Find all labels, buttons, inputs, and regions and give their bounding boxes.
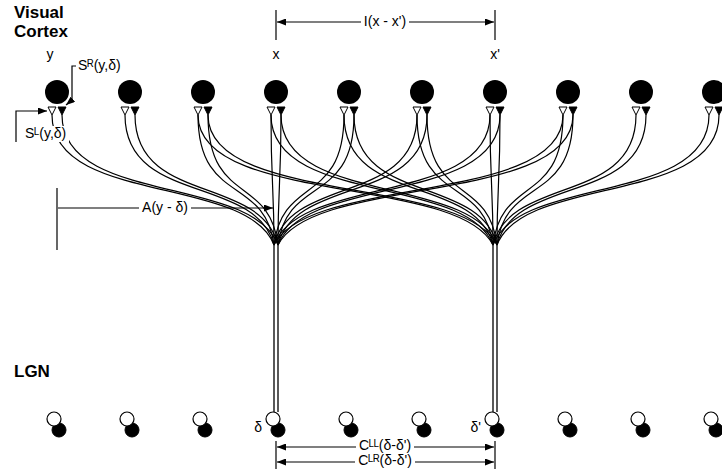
dimension-label: Cᴸᴸ(δ-δ') bbox=[356, 438, 414, 453]
right-eye-synapse bbox=[350, 107, 358, 115]
position-label: x' bbox=[490, 47, 500, 62]
axon-branch bbox=[354, 115, 497, 245]
cortical-neuron bbox=[191, 80, 215, 104]
axon-branch bbox=[52, 115, 274, 245]
axon-branch bbox=[271, 115, 493, 245]
right-eye-synapse bbox=[277, 107, 285, 115]
leader-line bbox=[66, 66, 76, 105]
axon-branch bbox=[493, 115, 709, 245]
axon-trunk bbox=[492, 245, 493, 412]
cortical-neuron bbox=[118, 80, 142, 104]
axon-branch bbox=[135, 115, 278, 245]
left-eye-synapse bbox=[559, 107, 567, 115]
axon-branch bbox=[208, 115, 278, 245]
axon-branch bbox=[497, 115, 573, 245]
cortical-neuron bbox=[629, 80, 653, 104]
dimension-tick bbox=[56, 188, 57, 250]
dimension-tick bbox=[275, 10, 276, 40]
right-eye-synapse bbox=[569, 107, 577, 115]
left-eye-synapse bbox=[340, 107, 348, 115]
lgn-left-eye-cell bbox=[558, 412, 572, 426]
left-eye-synapse bbox=[121, 107, 129, 115]
axon-branch bbox=[274, 115, 490, 245]
lgn-left-eye-cell bbox=[631, 412, 645, 426]
lgn-left-eye-cell bbox=[120, 412, 134, 426]
axon-branch bbox=[125, 115, 274, 245]
cortical-neuron bbox=[483, 80, 507, 104]
right-eye-synapse bbox=[642, 107, 650, 115]
left-eye-synapse bbox=[632, 107, 640, 115]
axon-branch bbox=[208, 115, 497, 245]
axon-branch bbox=[274, 115, 563, 245]
cortical-neuron bbox=[702, 80, 722, 104]
right-eye-synapse bbox=[423, 107, 431, 115]
region-title: Visual Cortex bbox=[14, 4, 84, 41]
right-eye-synapse bbox=[496, 107, 504, 115]
left-eye-synapse bbox=[413, 107, 421, 115]
axon-branch bbox=[198, 115, 493, 245]
position-label: y bbox=[47, 47, 54, 62]
position-label: x bbox=[273, 47, 280, 62]
left-eye-synapse bbox=[486, 107, 494, 115]
lgn-left-eye-cell bbox=[339, 412, 353, 426]
position-label: δ' bbox=[471, 420, 481, 435]
cortical-neuron bbox=[45, 80, 69, 104]
axon-branch bbox=[490, 115, 493, 245]
right-eye-synapse bbox=[58, 107, 66, 115]
axon-branch bbox=[493, 115, 563, 245]
cortical-neuron bbox=[337, 80, 361, 104]
axon-branch bbox=[271, 115, 274, 245]
lgn-left-eye-cell bbox=[485, 412, 499, 426]
axon-branch bbox=[344, 115, 493, 245]
dimension-tick bbox=[494, 441, 495, 469]
left-eye-synapse bbox=[705, 107, 713, 115]
lgn-left-eye-cell bbox=[47, 412, 61, 426]
lgn-left-eye-cell bbox=[704, 412, 718, 426]
lgn-left-eye-cell bbox=[266, 412, 280, 426]
cortical-neuron bbox=[264, 80, 288, 104]
left-eye-synapse bbox=[267, 107, 275, 115]
cortical-neuron bbox=[556, 80, 580, 104]
cortical-neuron bbox=[410, 80, 434, 104]
lgn-left-eye-cell bbox=[412, 412, 426, 426]
dimension-tick bbox=[275, 441, 276, 469]
left-eye-synapse bbox=[194, 107, 202, 115]
right-eye-synapse bbox=[204, 107, 212, 115]
axon-branch bbox=[281, 115, 497, 245]
position-label: δ bbox=[254, 420, 262, 435]
axon-branch bbox=[497, 115, 719, 245]
synapse-label: Sᴿ(y,δ) bbox=[78, 58, 121, 73]
dimension-tick bbox=[494, 10, 495, 40]
axon-branch bbox=[62, 115, 278, 245]
dimension-label: I(x - x') bbox=[361, 14, 409, 29]
synapse-label: Sᴸ(y,δ) bbox=[22, 126, 69, 141]
dimension-label: A(y - δ) bbox=[139, 200, 191, 215]
axon-branch bbox=[493, 115, 636, 245]
axon-trunk bbox=[496, 245, 497, 412]
axon-trunk bbox=[273, 245, 274, 412]
axon-trunk bbox=[277, 245, 278, 412]
axon-branch bbox=[278, 115, 573, 245]
right-eye-synapse bbox=[715, 107, 722, 115]
region-title: LGN bbox=[14, 363, 50, 382]
axon-branch bbox=[497, 115, 646, 245]
dimension-label: Cᴸᴿ(δ-δ') bbox=[355, 453, 415, 468]
lgn-left-eye-cell bbox=[193, 412, 207, 426]
right-eye-synapse bbox=[131, 107, 139, 115]
axon-branch bbox=[427, 115, 497, 245]
left-eye-synapse bbox=[48, 107, 56, 115]
